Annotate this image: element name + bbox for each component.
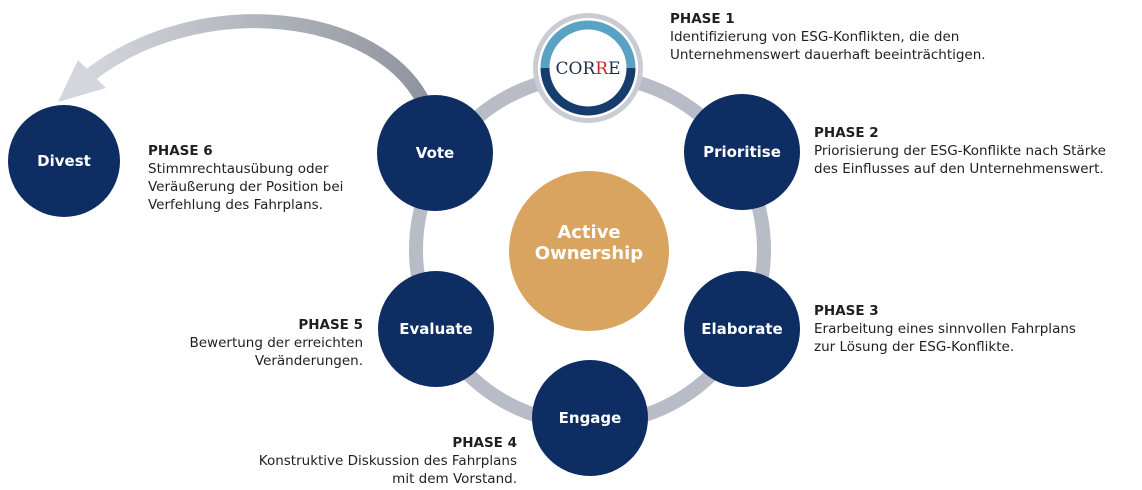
phase-4-description: Konstruktive Diskussion des Fahrplans mi… — [258, 453, 517, 487]
divest-arrow-head-icon — [58, 60, 106, 102]
node-prioritise: Prioritise — [684, 94, 800, 210]
phase-6-text: PHASE 6 Stimmrechtausübung oder Veräußer… — [148, 142, 343, 214]
node-elaborate-label: Elaborate — [701, 320, 782, 338]
phase-3-text: PHASE 3 Erarbeitung eines sinnvollen Fah… — [814, 302, 1076, 356]
node-divest: Divest — [8, 105, 120, 217]
phase-3-title: PHASE 3 — [814, 303, 879, 319]
node-engage-label: Engage — [559, 409, 622, 427]
phase-4-title: PHASE 4 — [452, 435, 517, 451]
node-divest-label: Divest — [37, 152, 91, 170]
phase-1-description: Identifizierung von ESG-Konflikten, die … — [670, 29, 986, 63]
phase-2-description: Priorisierung der ESG-Konflikte nach Stä… — [814, 143, 1106, 177]
phase-3-description: Erarbeitung eines sinnvollen Fahrplans z… — [814, 321, 1076, 355]
center-label-line1: Active — [557, 222, 620, 243]
center-label-line2: Ownership — [535, 243, 644, 264]
phase-5-title: PHASE 5 — [298, 317, 363, 333]
phase-2-text: PHASE 2 Priorisierung der ESG-Konflikte … — [814, 124, 1106, 178]
phase-6-title: PHASE 6 — [148, 143, 213, 159]
phase-1-text: PHASE 1 Identifizierung von ESG-Konflikt… — [670, 10, 986, 64]
core-logo-node: CORRE — [533, 13, 643, 123]
node-prioritise-label: Prioritise — [703, 143, 781, 161]
node-engage: Engage — [532, 360, 648, 476]
node-elaborate: Elaborate — [684, 271, 800, 387]
divest-arrow-body — [85, 14, 432, 109]
node-vote: Vote — [377, 95, 493, 211]
core-logo-text: CORRE — [556, 59, 621, 79]
node-vote-label: Vote — [416, 144, 454, 162]
phase-2-title: PHASE 2 — [814, 125, 879, 141]
node-evaluate: Evaluate — [378, 271, 494, 387]
phase-4-text: PHASE 4 Konstruktive Diskussion des Fahr… — [259, 434, 517, 488]
phase-5-text: PHASE 5 Bewertung der erreichten Verände… — [189, 316, 363, 370]
phase-6-description: Stimmrechtausübung oder Veräußerung der … — [148, 161, 344, 213]
phase-5-description: Bewertung der erreichten Veränderungen. — [189, 335, 363, 369]
phase-1-title: PHASE 1 — [670, 11, 735, 27]
node-evaluate-label: Evaluate — [399, 320, 472, 338]
center-circle — [509, 171, 669, 331]
